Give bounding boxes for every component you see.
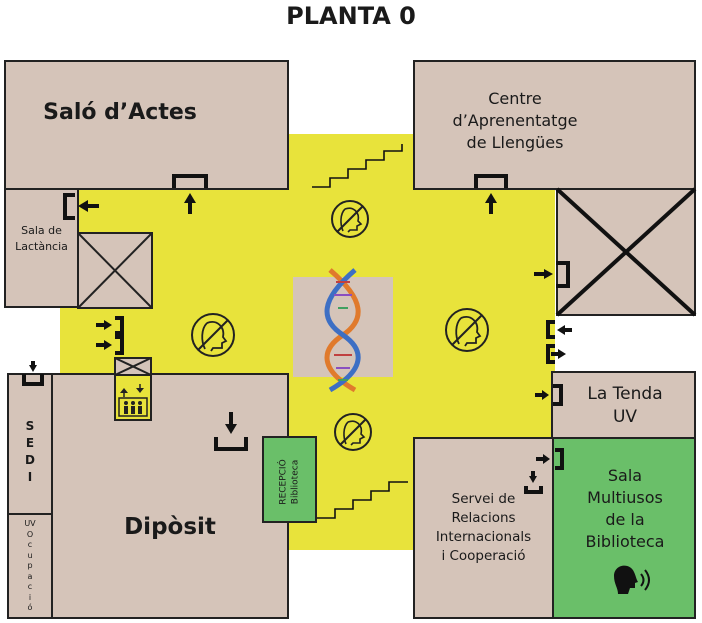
door-icon <box>556 261 570 288</box>
salo-actes-room <box>4 60 289 190</box>
centre-aprenentatge-room <box>413 60 696 190</box>
door-icon <box>22 374 44 386</box>
salo-actes-label: Saló d’Actes <box>43 100 197 125</box>
stairs-icon <box>312 144 403 188</box>
sala-multiusos-label: Sala Multiusos de la Biblioteca <box>585 466 665 551</box>
sedi-room <box>7 373 53 515</box>
no-talking-icon <box>334 413 372 451</box>
diposit-room <box>51 373 289 619</box>
voice-icon <box>614 565 650 594</box>
door-icon <box>474 174 508 188</box>
stairs-icon <box>317 481 408 519</box>
door-icon <box>115 335 124 355</box>
door-icon <box>172 174 208 188</box>
door-icon <box>115 316 124 335</box>
door-icon <box>546 344 555 364</box>
centre-aprenentatge-label: Centre d’Aprenentatge de Llengües <box>452 89 578 152</box>
sedi-label: S E D I <box>25 419 35 484</box>
door-icon <box>546 320 555 339</box>
door-icon <box>524 486 543 494</box>
door-icon <box>555 448 564 470</box>
servei-relacions-label: Servei de Relacions Internacionals i Coo… <box>435 491 532 564</box>
uv-ocupacio-room <box>7 513 53 619</box>
recepcio-biblioteca-desk <box>262 436 317 523</box>
door-icon <box>214 437 248 451</box>
door-icon <box>63 193 75 220</box>
no-talking-icon <box>191 313 235 357</box>
dna-panel <box>293 277 393 377</box>
arrow-icon <box>29 193 572 483</box>
door-icon <box>553 384 563 406</box>
uv-ocupacio-label: UV O c u p a c i ó <box>24 519 36 612</box>
recepcio-label: RECEPCIÓ Biblioteca <box>278 459 301 505</box>
diposit-label: Dipòsit <box>124 514 216 540</box>
servei-relacions-room <box>413 437 554 619</box>
page-title: PLANTA 0 <box>286 2 416 30</box>
no-talking-icon <box>331 200 369 238</box>
elevator-icon <box>114 374 152 421</box>
no-talking-icon <box>445 308 489 352</box>
sala-lactancia-label: Sala de Lactància <box>15 224 68 253</box>
dna-icon <box>324 268 361 393</box>
sala-multiusos-room <box>552 437 696 619</box>
la-tenda-label: La Tenda UV <box>587 384 663 427</box>
